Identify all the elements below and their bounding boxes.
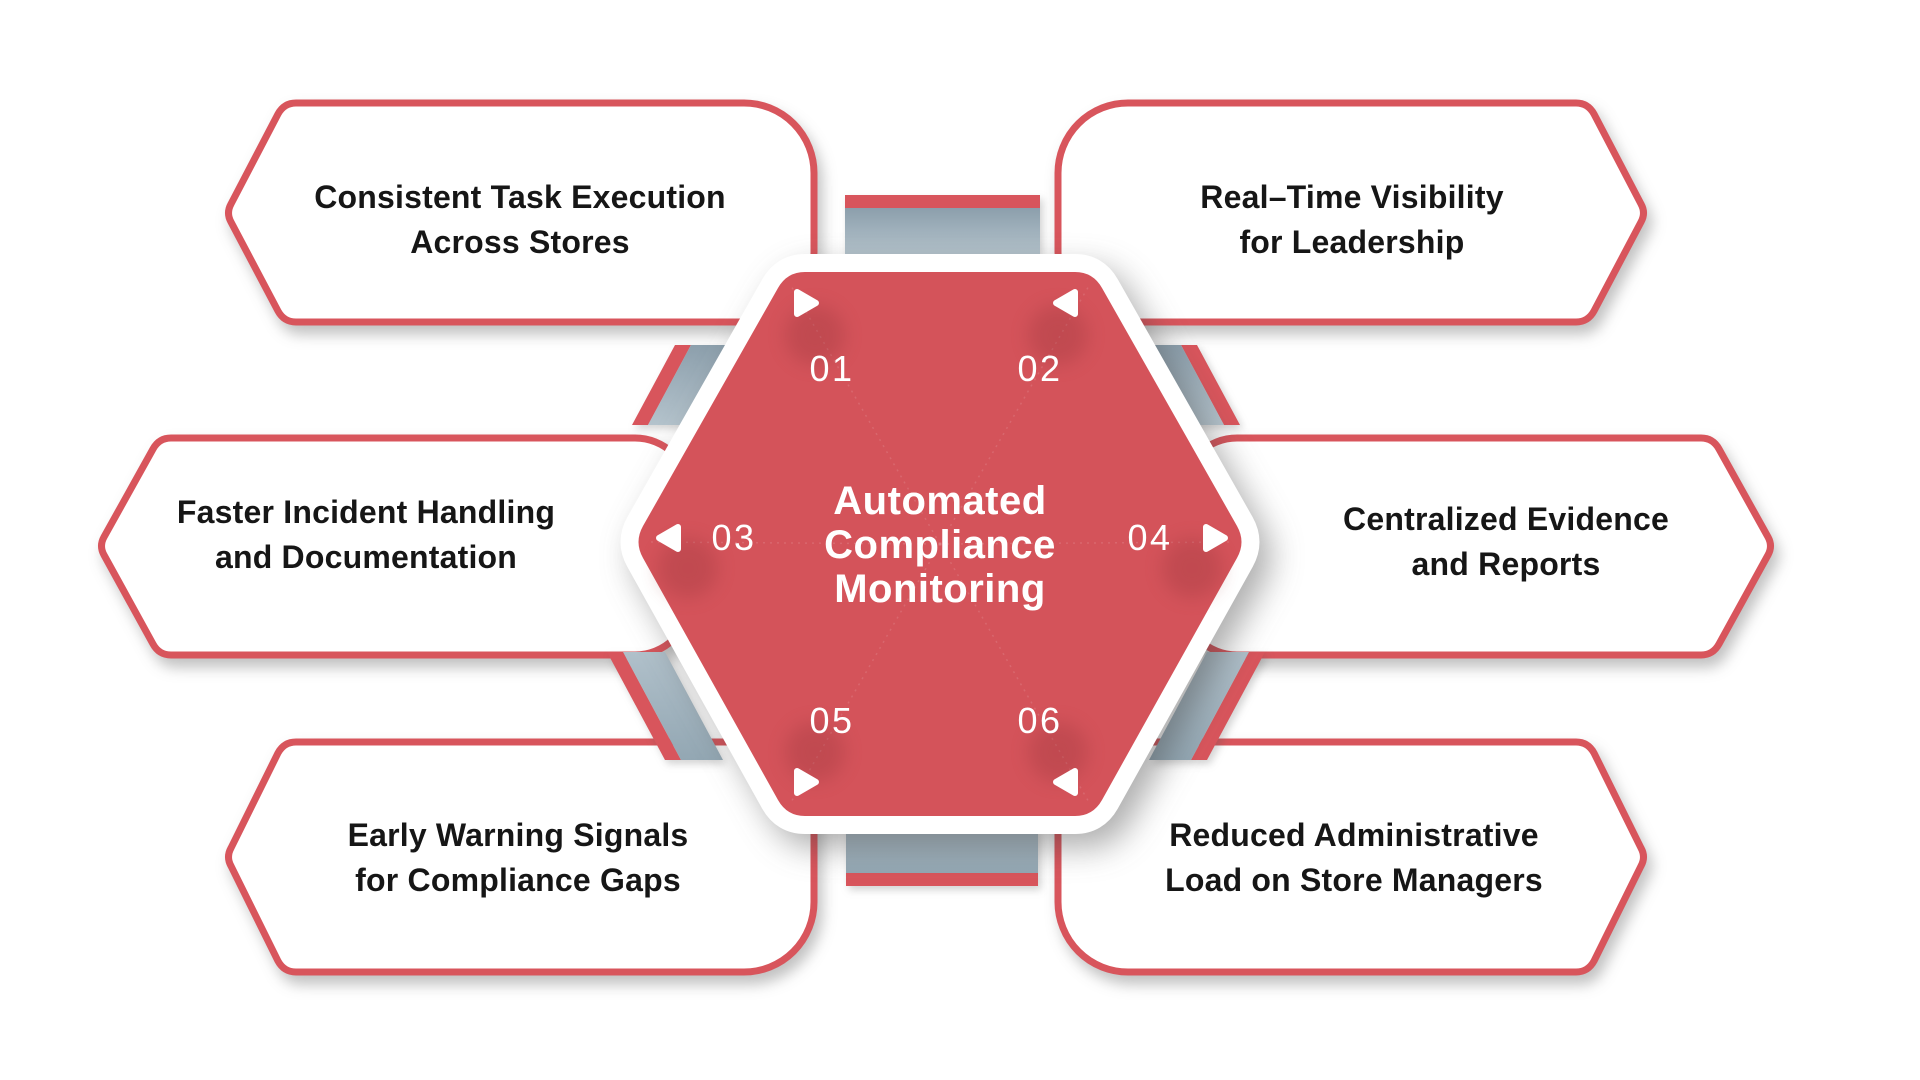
arrow-left-icon [1053,768,1078,796]
connector-top-accent [845,195,1040,208]
banner-label-middle-right: Centralized Evidence and Reports [1343,497,1669,587]
connector-lower-left-bar [623,652,723,760]
connector-lower-right-bar [1149,652,1249,760]
step-number-05: 05 [809,700,855,741]
connector-upper-right-accent [1181,345,1240,425]
hexagon-title: Automated Compliance Monitoring [824,479,1056,611]
connector-bottom-accent [846,873,1038,886]
hexagon-title-line: Compliance [824,523,1056,567]
step-number-03: 03 [711,517,757,558]
banner-label-line: and Reports [1411,546,1601,582]
step-number-01: 01 [809,348,855,389]
banner-label-line: Centralized Evidence [1343,501,1669,537]
arrow-right-icon [1203,524,1228,552]
banner-label-top-right: Real–Time Visibility for Leadership [1200,175,1503,265]
connector-lower-left-accent [607,652,681,760]
connector-upper-left-bar [648,345,733,425]
banner-label-line: Real–Time Visibility [1200,179,1504,215]
arrow-right-icon [794,289,819,317]
arrow-right-icon [794,768,819,796]
hexagon-title-line: Automated [833,479,1047,523]
step-number-02: 02 [1017,348,1063,389]
connector-bottom-bar [846,828,1038,873]
banner-label-line: and Documentation [214,539,518,575]
banner-label-middle-left: Faster Incident Handling and Documentati… [177,490,555,580]
banner-label-line: for Leadership [1239,224,1465,260]
step-number-06: 06 [1017,700,1063,741]
banner-label-line: Load on Store Managers [1165,862,1543,898]
hexagon-title-line: Monitoring [834,567,1046,611]
arrow-left-icon [1053,289,1078,317]
connector-top-bar [845,208,1040,254]
banner-label-line: Reduced Administrative [1169,817,1539,853]
banner-label-line: Early Warning Signals [347,817,689,853]
hexagon-inner-glows [658,305,1222,782]
banner-label-top-left: Consistent Task Execution Across Stores [314,175,726,265]
banner-label-bottom-left: Early Warning Signals for Compliance Gap… [348,813,689,903]
step-number-04: 04 [1127,517,1173,558]
banner-label-line: Faster Incident Handling [176,494,556,530]
connector-lower-right-accent [1191,652,1265,760]
banner-label-line: for Compliance Gaps [355,862,681,898]
banner-label-line: Across Stores [410,224,630,260]
hexagon-shape [620,254,1260,834]
connector-upper-left-accent [632,345,691,425]
arrow-left-icon [656,524,681,552]
banner-label-line: Consistent Task Execution [314,179,726,215]
banner-label-bottom-right: Reduced Administrative Load on Store Man… [1165,813,1543,903]
